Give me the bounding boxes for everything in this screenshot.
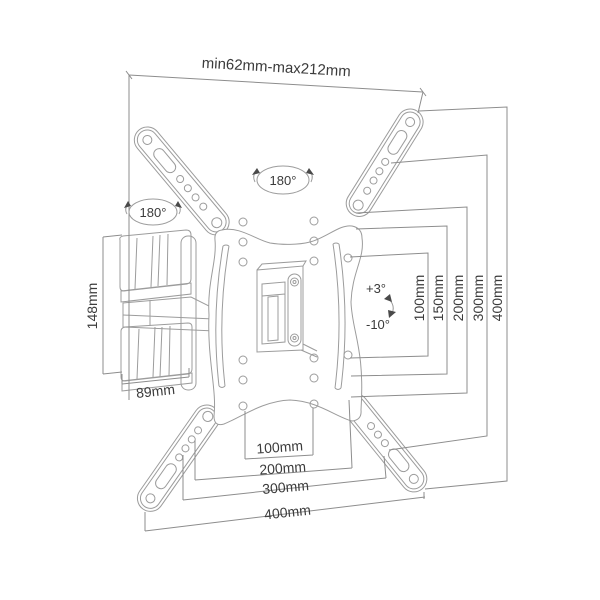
extension-range-label: min62mm-max212mm [201, 55, 351, 81]
tilt-up-label: +3° [366, 281, 386, 296]
vesa-vertical-label-150: 150mm [430, 275, 446, 322]
swivel-front-indicator [252, 165, 314, 195]
swivel-side-indicator [124, 198, 182, 226]
tilt-indicator [384, 294, 396, 318]
vesa-vertical-label-100: 100mm [411, 275, 427, 322]
vesa-horizontal-label-300: 300mm [262, 477, 310, 497]
vesa-vertical-label-400: 400mm [489, 275, 505, 322]
vesa-vertical-label-200: 200mm [450, 275, 466, 322]
swivel-side-label: 180° [140, 205, 167, 220]
side-view-bracket [119, 229, 216, 392]
swivel-front-label: 180° [270, 173, 297, 188]
dimension-lines [102, 70, 508, 532]
arm-bottom-left [136, 404, 221, 512]
vesa-horizontal-label-200: 200mm [259, 458, 307, 477]
tilt-down-label: -10° [366, 317, 390, 332]
vesa-horizontal-label-400: 400mm [263, 502, 311, 523]
vesa-holes [238, 216, 353, 411]
tilt-bracket [256, 260, 318, 358]
bracket-height-label: 148mm [84, 283, 100, 330]
side-view-column [180, 235, 197, 391]
vesa-plate [208, 216, 363, 426]
vesa-horizontal-label-100: 100mm [256, 437, 304, 456]
arm-top-right [345, 108, 424, 217]
arm-top-left [133, 126, 230, 236]
bracket-depth-label: 89mm [135, 381, 175, 401]
vesa-vertical-label-300: 300mm [470, 275, 486, 322]
